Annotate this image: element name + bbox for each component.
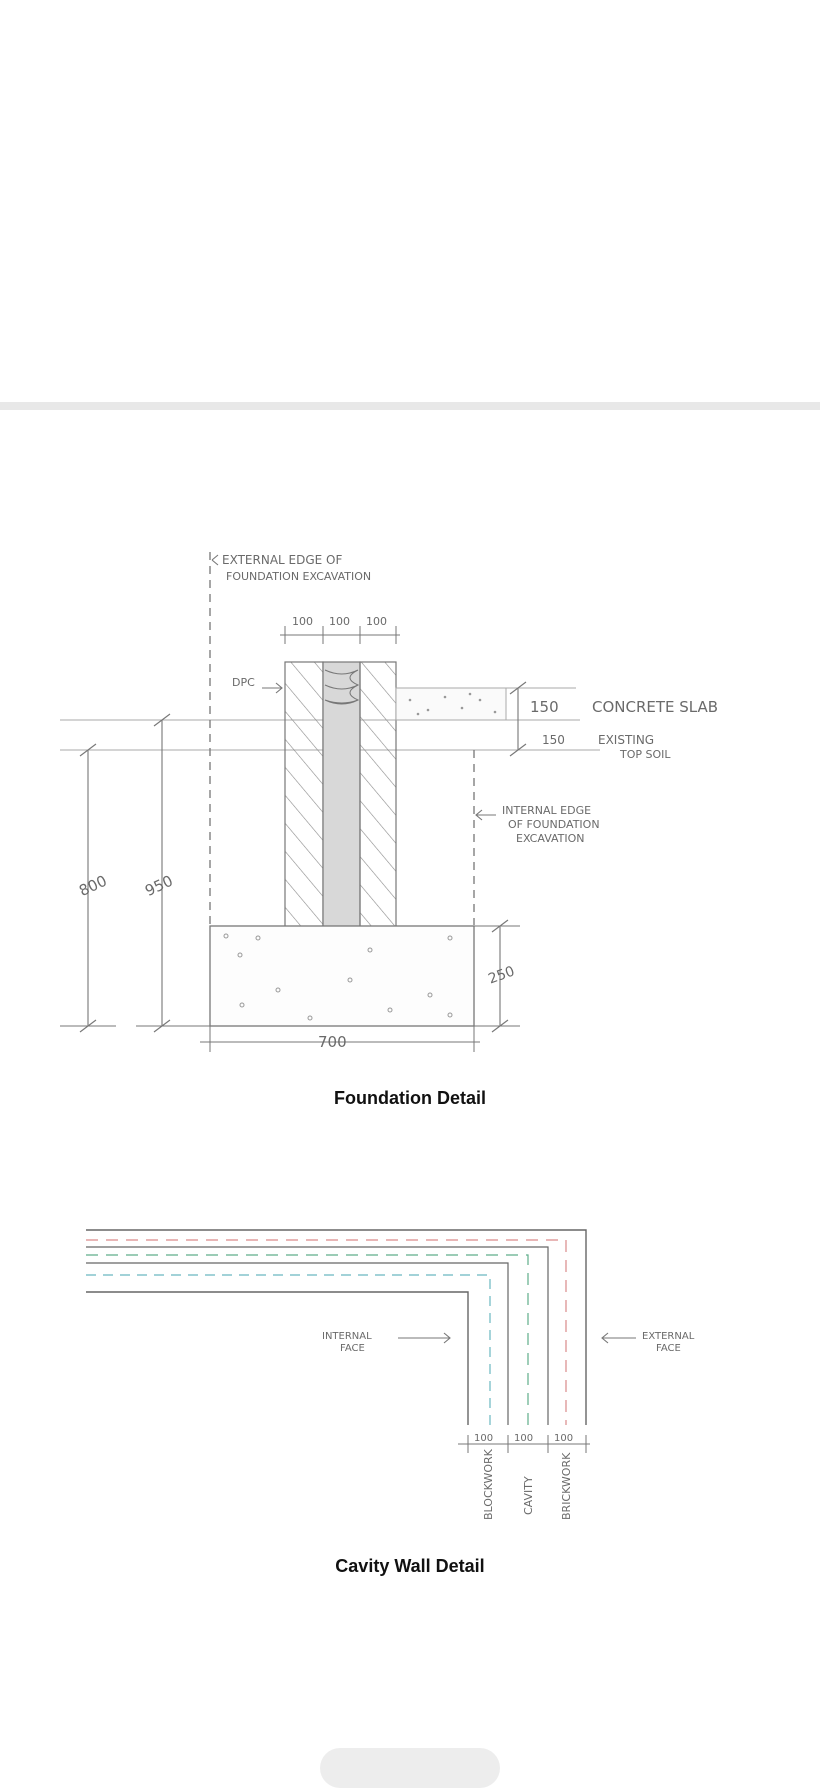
dim-100-c-label: 100 — [366, 615, 387, 628]
external-edge-label-1: EXTERNAL EDGE OF — [222, 553, 342, 567]
dpc-label: DPC — [232, 676, 255, 689]
internal-face-line — [86, 1291, 469, 1425]
dim-150-slab-label: 150 — [530, 698, 559, 716]
cavity-dim-100-c-label: 100 — [554, 1433, 573, 1444]
foundation-caption: Foundation Detail — [334, 1088, 486, 1108]
dim-100-a-label: 100 — [292, 615, 313, 628]
dim-250-label: 250 — [486, 963, 517, 987]
blank-area — [0, 0, 820, 402]
internal-edge-label-1: INTERNAL EDGE — [502, 804, 591, 817]
dim-950-label: 950 — [142, 872, 176, 900]
home-indicator[interactable] — [320, 1748, 500, 1788]
existing-label: EXISTING — [598, 733, 654, 747]
cavity-label: CAVITY — [522, 1476, 535, 1515]
cavity-wall-detail-drawing: INTERNAL FACE EXTERNAL FACE 100 100 100 … — [0, 1215, 820, 1535]
concrete-slab-label: CONCRETE SLAB — [592, 698, 718, 716]
concrete-slab — [395, 687, 507, 721]
foundation-sketch: EXTERNAL EDGE OF FOUNDATION EXCAVATION 1… — [60, 552, 718, 1052]
teal-dash-line — [86, 1274, 491, 1425]
foundation-detail-drawing: EXTERNAL EDGE OF FOUNDATION EXCAVATION 1… — [0, 540, 820, 1070]
internal-edge-label-2: OF FOUNDATION — [508, 818, 600, 831]
cavity-inner-line — [86, 1262, 509, 1425]
internal-edge-label-3: EXCAVATION — [516, 832, 585, 845]
external-face-label-2: FACE — [656, 1343, 681, 1354]
blockwork-label: BLOCKWORK — [482, 1448, 495, 1520]
red-dash-line — [86, 1239, 567, 1425]
cavity-fill — [322, 661, 361, 928]
green-dash-line — [86, 1254, 529, 1425]
cavity-caption: Cavity Wall Detail — [335, 1556, 485, 1576]
cavity-dim-100-a-label: 100 — [474, 1433, 493, 1444]
internal-face-label-2: FACE — [340, 1343, 365, 1354]
dim-800-label: 800 — [76, 872, 110, 900]
brickwork-label: BRICKWORK — [560, 1452, 573, 1520]
top-soil-label: TOP SOIL — [619, 748, 671, 761]
external-edge-label-2: FOUNDATION EXCAVATION — [226, 570, 371, 583]
cavity-sketch: INTERNAL FACE EXTERNAL FACE 100 100 100 … — [86, 1229, 695, 1520]
brickwork-leaf — [284, 661, 324, 928]
insulation-scribble — [324, 669, 360, 705]
dim-150-soil-label: 150 — [542, 733, 565, 747]
dim-100-b-label: 100 — [329, 615, 350, 628]
dim-700-label: 700 — [318, 1033, 347, 1051]
internal-face-label-1: INTERNAL — [322, 1331, 372, 1342]
external-face-line — [86, 1229, 587, 1425]
external-face-label-1: EXTERNAL — [642, 1331, 695, 1342]
cavity-dim-100-b-label: 100 — [514, 1433, 533, 1444]
brick-inner-line — [86, 1246, 549, 1425]
concrete-footing — [209, 925, 475, 1027]
section-divider — [0, 402, 820, 410]
blockwork-leaf — [359, 661, 397, 928]
